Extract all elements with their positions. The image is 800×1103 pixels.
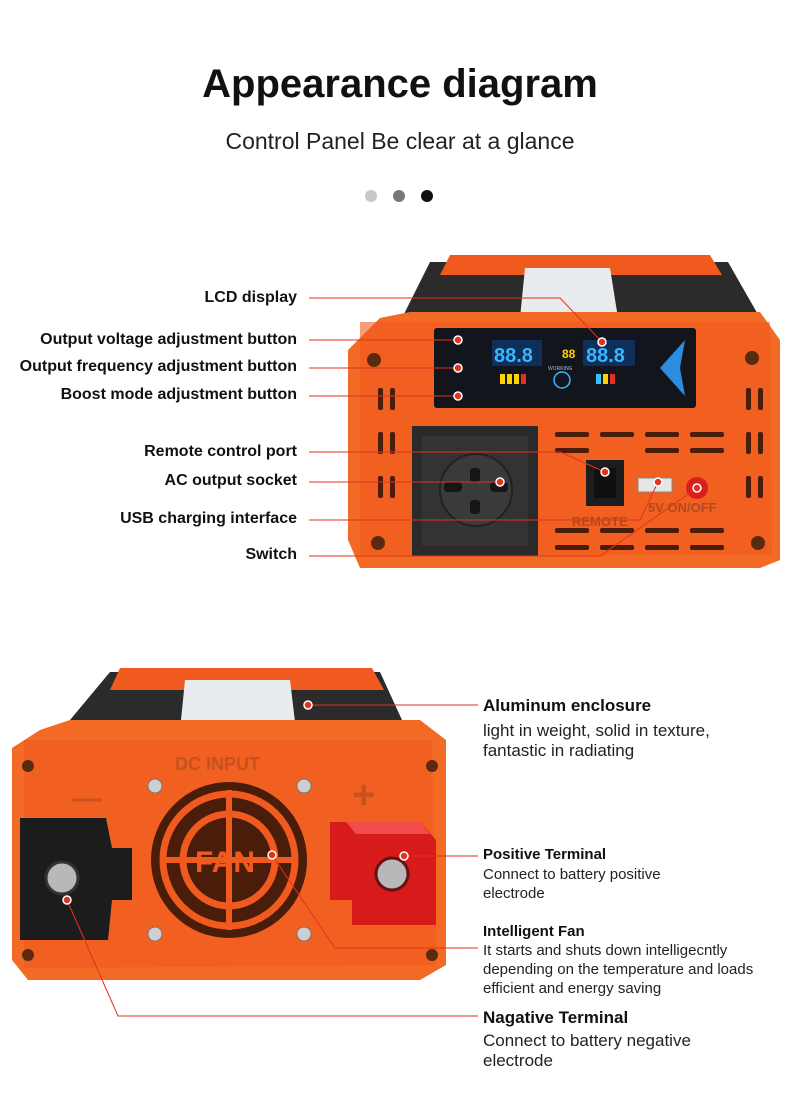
positive-terminal-desc-2: electrode — [483, 885, 545, 902]
intelligent-fan-desc-1: It starts and shuts down intelligecntly — [483, 942, 728, 959]
frequency-button-label: Output frequency adjustment button — [19, 358, 297, 375]
boost-button-label: Boost mode adjustment button — [60, 386, 297, 403]
negative-terminal-desc-2: electrode — [483, 1051, 553, 1070]
positive-terminal-title: Positive Terminal — [483, 846, 607, 863]
switch-label: Switch — [245, 546, 297, 563]
front-inverter-image: 88.8 88 88.8 WORKING — [348, 255, 780, 568]
page-title: Appearance diagram — [202, 62, 598, 106]
pager-dot-2[interactable] — [393, 190, 405, 202]
lcd-display-label: LCD display — [204, 289, 297, 306]
dc-input-printed-text: DC INPUT — [175, 754, 260, 774]
intelligent-fan-title: Intelligent Fan — [483, 923, 585, 940]
plus-printed-text: + — [352, 773, 375, 817]
voltage-button-label: Output voltage adjustment button — [40, 331, 297, 348]
positive-terminal-desc-1: Connect to battery positive — [483, 866, 661, 883]
ac-socket-label: AC output socket — [164, 472, 297, 489]
lcd-working-text: WORKING — [548, 366, 573, 372]
aluminum-enclosure-desc-2: fantastic in radiating — [483, 741, 635, 760]
lcd-mid-readout: 88 — [562, 347, 576, 361]
negative-terminal-title: Nagative Terminal — [483, 1008, 629, 1027]
remote-printed-text: REMOTE — [572, 514, 628, 529]
aluminum-enclosure-title: Aluminum enclosure — [483, 696, 652, 715]
usb-switch-printed-text: 5V ON/OFF — [648, 500, 717, 515]
fan-printed-text: FAN — [195, 846, 255, 879]
pager-dot-3[interactable] — [421, 190, 433, 202]
back-inverter-image: DC INPUT — + FAN — [12, 668, 446, 980]
intelligent-fan-desc-3: efficient and energy saving — [483, 980, 662, 997]
intelligent-fan-desc-2: depending on the temperature and loads — [483, 961, 754, 978]
page-subtitle: Control Panel Be clear at a glance — [225, 128, 575, 154]
lcd-right-readout: 88.8 — [586, 345, 625, 367]
negative-terminal-desc-1: Connect to battery negative — [483, 1031, 691, 1050]
remote-port-label: Remote control port — [144, 443, 297, 460]
usb-interface-label: USB charging interface — [120, 510, 297, 527]
lcd-left-readout: 88.8 — [494, 345, 533, 367]
minus-printed-text: — — [72, 782, 102, 815]
aluminum-enclosure-desc-1: light in weight, solid in texture, — [483, 721, 710, 740]
pager-dot-1[interactable] — [365, 190, 377, 202]
